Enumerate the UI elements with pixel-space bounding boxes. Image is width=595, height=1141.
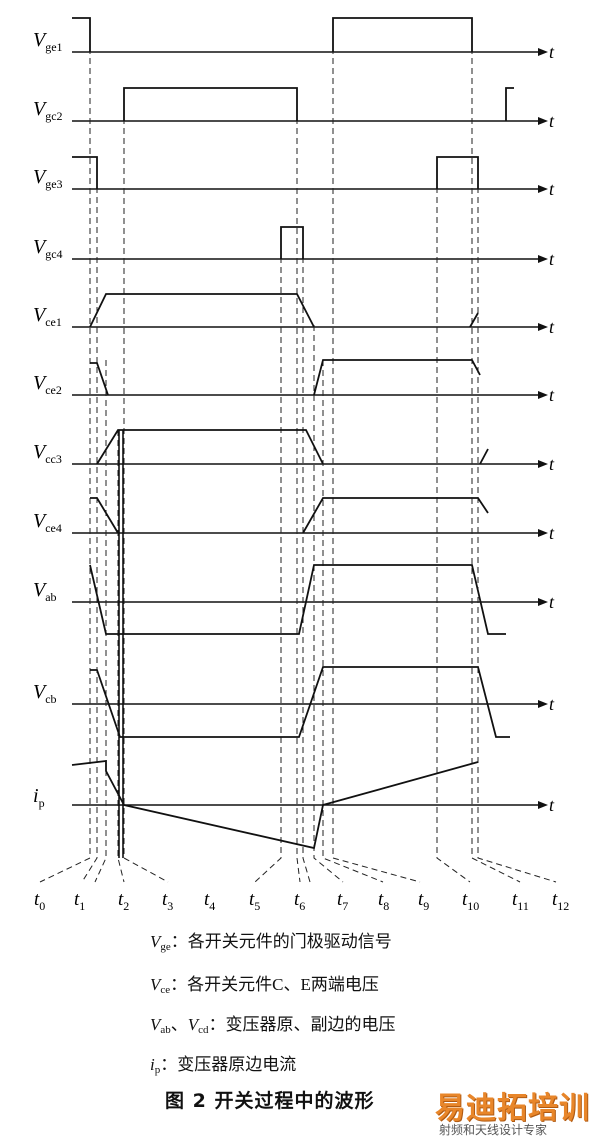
time-mark-label-8: t8 <box>378 889 389 913</box>
legend-item-vge: Vge：各开关元件的门极驱动信号 <box>150 932 392 953</box>
guide-line-10 <box>322 360 384 883</box>
axis-arrow-icon <box>538 700 548 708</box>
wave-vge3-b <box>436 156 479 189</box>
wave-vce4-b <box>302 497 489 534</box>
signal-label-gc4: Vgc4 <box>33 236 63 261</box>
time-mark-label-6: t6 <box>294 889 305 913</box>
axis-symbol: t <box>549 694 555 714</box>
signal-label-ce1: Vce1 <box>33 304 62 329</box>
waveforms <box>71 17 514 850</box>
guide-line-6 <box>254 227 282 883</box>
signal-label-ab: Vab <box>33 579 57 604</box>
signal-label-gc2: Vgc2 <box>33 98 63 123</box>
guide-line-13 <box>471 18 521 883</box>
signal-label-cb: Vcb <box>33 681 57 706</box>
axis-arrow-icon <box>538 391 548 399</box>
wave-ip-a <box>71 759 479 850</box>
signal-label-ge3: Vge3 <box>33 166 63 191</box>
wave-vge1-a <box>72 17 91 52</box>
signal-label-ce2: Vce2 <box>33 372 62 397</box>
axis-symbol: t <box>549 42 555 62</box>
wave-vcb <box>90 666 510 738</box>
wave-vge1-b <box>332 17 473 52</box>
time-mark-label-3: t3 <box>162 889 173 913</box>
signal-label-ge1: Vge1 <box>33 29 63 54</box>
axis-arrow-icon <box>538 460 548 468</box>
wave-vce1-b <box>469 312 479 328</box>
wave-vce1-a <box>89 293 315 328</box>
time-mark-label-2: t2 <box>118 889 129 913</box>
wave-vce2-b <box>313 359 481 396</box>
time-mark-label-1: t1 <box>74 889 85 913</box>
legend-item-vce: Vce：各开关元件C、E两端电压 <box>150 975 379 996</box>
guide-line-12 <box>436 157 471 883</box>
wave-vgc2-b <box>505 87 514 121</box>
axis-symbol: t <box>549 317 555 337</box>
wave-vgc2-a <box>123 87 298 121</box>
wave-vge3-a <box>72 156 98 189</box>
time-mark-label-7: t7 <box>337 889 348 913</box>
axis-arrow-icon <box>538 48 548 56</box>
watermark-subtitle: 射频和天线设计专家 <box>439 1123 548 1137</box>
time-mark-label-5: t5 <box>249 889 260 913</box>
watermark-logo: 易迪拓培训 射频和天线设计专家 <box>435 1083 593 1139</box>
time-guide-lines <box>39 18 557 883</box>
time-mark-label-0: t0 <box>34 889 45 913</box>
time-mark-label-4: t4 <box>204 889 215 913</box>
time-mark-label-11: t11 <box>512 889 529 913</box>
time-mark-label-10: t10 <box>462 889 479 913</box>
axis-arrow-icon <box>538 598 548 606</box>
watermark-title: 易迪拓培训 <box>435 1091 590 1126</box>
time-mark-labels: t0 t1 t2 t3 t4 t5 t6 t7 t8 t9 t10 t11 t12 <box>34 889 569 913</box>
wave-vcc3-a <box>96 429 324 465</box>
guide-line-8 <box>302 227 311 883</box>
axis-arrow-icon <box>538 529 548 537</box>
axis-arrow-icon <box>538 255 548 263</box>
axis-arrow-icon <box>538 323 548 331</box>
axis-symbol: t <box>549 523 555 543</box>
wave-vcc3-b <box>479 448 489 465</box>
time-mark-label-9: t9 <box>418 889 429 913</box>
axis-symbol: t <box>549 249 555 269</box>
wave-vce4-a <box>90 497 119 534</box>
axis-symbol: t <box>549 385 555 405</box>
time-mark-label-12: t12 <box>552 889 569 913</box>
guide-line-3 <box>94 360 107 883</box>
axis-symbol: t <box>549 179 555 199</box>
figure-caption: 图 2 开关过程中的波形 <box>165 1090 375 1112</box>
signal-label-ce4: Vce4 <box>33 510 62 535</box>
legend-item-vab-vcd: Vab、Vcd：变压器原、副边的电压 <box>150 1015 396 1036</box>
axis-arrow-icon <box>538 117 548 125</box>
axis-symbol: t <box>549 111 555 131</box>
axis-symbol: t <box>549 454 555 474</box>
guide-line-11 <box>332 18 421 883</box>
guide-line-7 <box>296 88 301 883</box>
guide-line-4 <box>117 430 125 883</box>
axis-arrow-icon <box>538 801 548 809</box>
wave-vgc4 <box>280 226 304 259</box>
guide-line-5 <box>123 88 169 883</box>
wave-vab <box>89 564 506 635</box>
guide-line-9 <box>313 325 344 883</box>
signal-label-p: ip <box>33 785 45 810</box>
axis-arrow-icon <box>538 185 548 193</box>
axis-symbol: t <box>549 592 555 612</box>
guide-line-14 <box>477 157 557 883</box>
guide-line-2 <box>81 157 98 883</box>
signal-label-cc3: Vcc3 <box>33 441 62 466</box>
wave-vce2-a <box>90 362 109 396</box>
legend-item-ip: ip：变压器原边电流 <box>150 1055 297 1076</box>
axis-symbol: t <box>549 795 555 815</box>
guide-line-1 <box>39 18 91 883</box>
time-axes: t t t t t t t t t t t <box>72 42 555 815</box>
